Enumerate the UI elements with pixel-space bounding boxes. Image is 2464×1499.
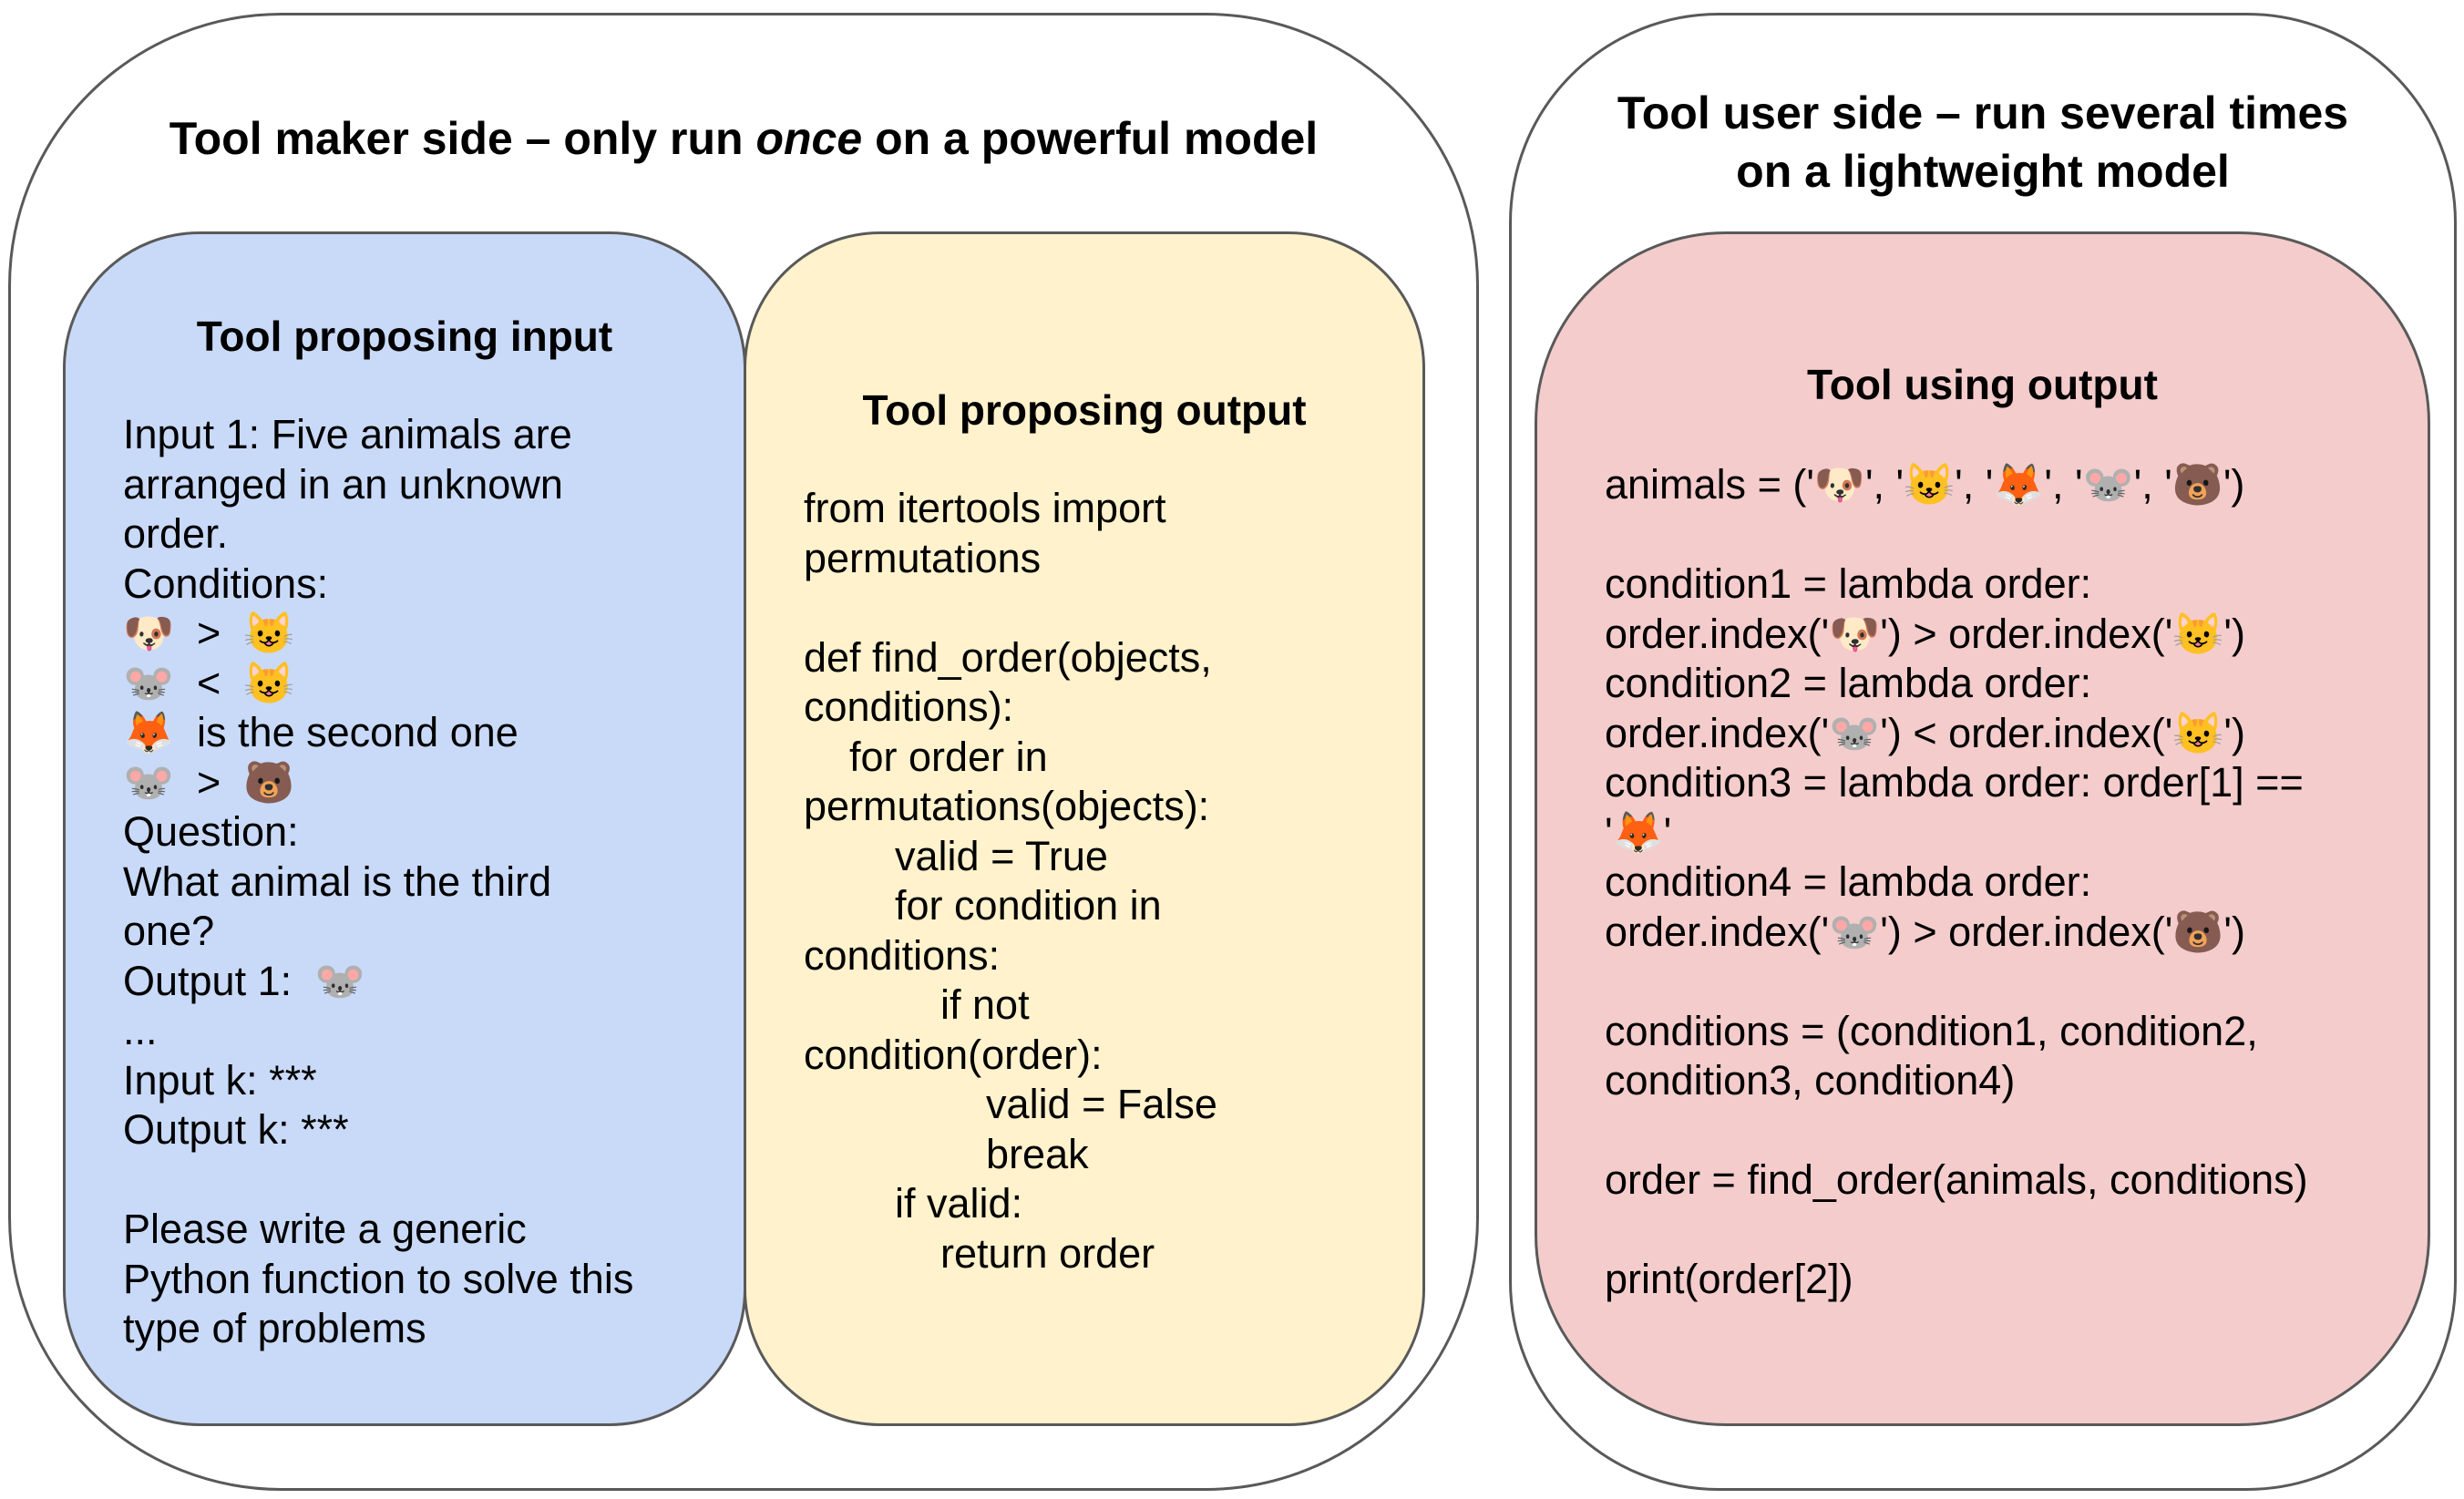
text-line: Output 1: 🐭 bbox=[123, 957, 366, 1004]
text-line bbox=[1605, 957, 2308, 1007]
panel-title: Tool proposing output bbox=[862, 386, 1307, 434]
text-line: valid = False bbox=[804, 1081, 1217, 1127]
text-line: if valid: bbox=[804, 1180, 1023, 1227]
text-line: return order bbox=[804, 1229, 1155, 1277]
text-line: arranged in an unknown bbox=[123, 460, 563, 508]
text-line: condition4 = lambda order: bbox=[1605, 858, 2092, 905]
text-line: from itertools import bbox=[804, 485, 1166, 531]
text-line: order.index('🐭') < order.index('😺') bbox=[1605, 709, 2245, 756]
text-line: order.index('🐶') > order.index('😺') bbox=[1605, 610, 2245, 657]
text-line: condition(order): bbox=[804, 1031, 1103, 1078]
text-line: conditions = (condition1, condition2, bbox=[1605, 1007, 2258, 1054]
text-line: conditions): bbox=[804, 683, 1014, 730]
text-line: order.index('🐭') > order.index('🐻') bbox=[1605, 908, 2245, 955]
text-line: Conditions: bbox=[123, 560, 329, 607]
tool-user-title: Tool user side – run several times on a … bbox=[1509, 84, 2457, 200]
text-line: 🐭 < 😺 bbox=[123, 659, 295, 706]
title-part: Tool maker side – only run bbox=[169, 113, 756, 164]
title-part: on a powerful model bbox=[862, 113, 1319, 164]
text-line: if not bbox=[804, 981, 1030, 1028]
text-line: 🦊 is the second one bbox=[123, 709, 518, 755]
text-line: print(order[2]) bbox=[1605, 1256, 1853, 1302]
text-line: 🐭 > 🐻 bbox=[123, 758, 295, 806]
text-line: permutations bbox=[804, 534, 1042, 581]
text-line: What animal is the third bbox=[123, 857, 552, 905]
text-line: condition2 = lambda order: bbox=[1605, 660, 2092, 706]
title-emphasis: once bbox=[755, 113, 863, 164]
text-line: Question: bbox=[123, 808, 299, 855]
text-line: def find_order(objects, bbox=[804, 633, 1212, 681]
text-line: one? bbox=[123, 908, 215, 954]
title-line: on a lightweight model bbox=[1736, 146, 2230, 197]
text-line: Input 1: Five animals are bbox=[123, 411, 572, 457]
title-line: Tool user side – run several times bbox=[1617, 87, 2349, 139]
panel-title: Tool proposing input bbox=[196, 313, 613, 360]
text-line: condition3 = lambda order: order[1] == bbox=[1605, 759, 2304, 806]
text-line: '🦊' bbox=[1605, 808, 1672, 856]
text-line: order. bbox=[123, 510, 229, 557]
text-line: valid = True bbox=[804, 832, 1108, 879]
text-line: conditions: bbox=[804, 931, 1001, 979]
tool-proposing-output-panel: Tool proposing output from itertools imp… bbox=[744, 231, 1425, 1426]
text-line: Please write a generic bbox=[123, 1206, 527, 1252]
text-line: Python function to solve this bbox=[123, 1255, 634, 1302]
text-line bbox=[1605, 510, 2308, 560]
text-line bbox=[1605, 1206, 2308, 1256]
text-line: Output k: *** bbox=[123, 1106, 349, 1153]
text-line: condition1 = lambda order: bbox=[1605, 560, 2092, 607]
text-line: for order in bbox=[804, 733, 1048, 780]
text-line bbox=[123, 1155, 633, 1206]
tool-using-output-panel: Tool using output animals = ('🐶', '😺', '… bbox=[1535, 231, 2430, 1426]
panel-title: Tool using output bbox=[1807, 361, 2158, 408]
text-line: animals = ('🐶', '😺', '🦊', '🐭', '🐻') bbox=[1605, 461, 2245, 508]
tool-proposing-input-panel: Tool proposing input Input 1: Five anima… bbox=[63, 231, 746, 1426]
panel-body: animals = ('🐶', '😺', '🦊', '🐭', '🐻') condi… bbox=[1605, 460, 2308, 1305]
text-line bbox=[804, 583, 1217, 633]
text-line: break bbox=[804, 1130, 1089, 1177]
text-line bbox=[1605, 1106, 2308, 1156]
tool-maker-title: Tool maker side – only run once on a pow… bbox=[8, 109, 1479, 168]
text-line: 🐶 > 😺 bbox=[123, 610, 295, 656]
text-line: permutations(objects): bbox=[804, 783, 1210, 829]
text-line: for condition in bbox=[804, 882, 1162, 929]
text-line: condition3, condition4) bbox=[1605, 1057, 2016, 1104]
text-line: type of problems bbox=[123, 1305, 426, 1351]
text-line: Input k: *** bbox=[123, 1056, 317, 1104]
text-line: ... bbox=[123, 1007, 158, 1053]
text-line: order = find_order(animals, conditions) bbox=[1605, 1156, 2308, 1203]
